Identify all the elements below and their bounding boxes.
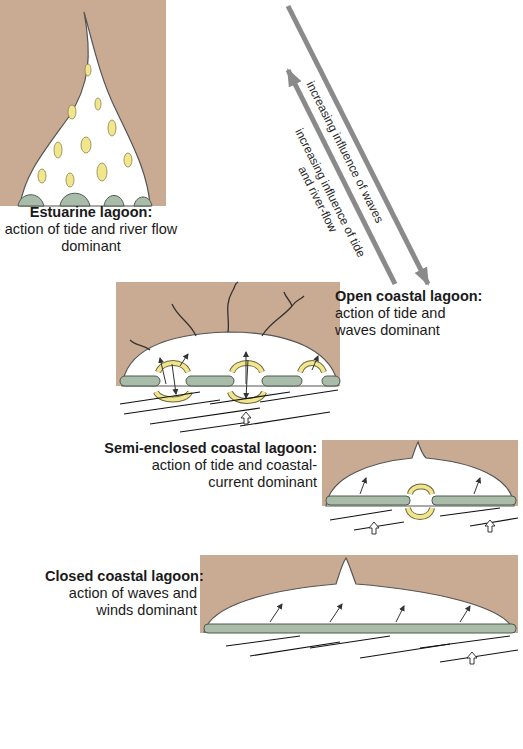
closed-lagoon-figure [200,555,518,664]
lagoon-description: action of tide and coastal-current domin… [132,457,317,491]
lagoon-description: action of tide and waves dominant [335,305,483,339]
caption: Estuarine lagoon:action of tide and rive… [0,204,182,255]
estuarine-lagoon-figure [0,0,166,206]
arrow-label: increasing influence of tide and river-f… [278,123,370,270]
caption: Semi-enclosed coastal lagoon:action of t… [55,440,317,491]
lagoon-panel: Semi-enclosed coastal lagoon:action of t… [55,436,520,520]
caption: Open coastal lagoon:action of tide and w… [335,288,520,339]
lagoon-description: action of tide and river flow dominant [0,221,182,255]
semi-enclosed-lagoon-figure [322,440,518,534]
open-lagoon-figure [116,282,340,432]
lagoon-panel: Estuarine lagoon:action of tide and rive… [0,0,288,270]
lagoon-description: action of waves and winds dominant [45,585,197,619]
lagoon-type-heading: Closed coastal lagoon: [45,568,197,585]
lagoon-type-heading: Open coastal lagoon: [335,288,520,305]
caption: Closed coastal lagoon:action of waves an… [45,568,197,619]
lagoon-type-heading: Semi-enclosed coastal lagoon: [55,440,317,457]
lagoon-type-heading: Estuarine lagoon: [0,204,182,221]
lagoon-panel: Closed coastal lagoon:action of waves an… [45,552,520,664]
lagoon-panel: Open coastal lagoon:action of tide and w… [115,284,520,434]
